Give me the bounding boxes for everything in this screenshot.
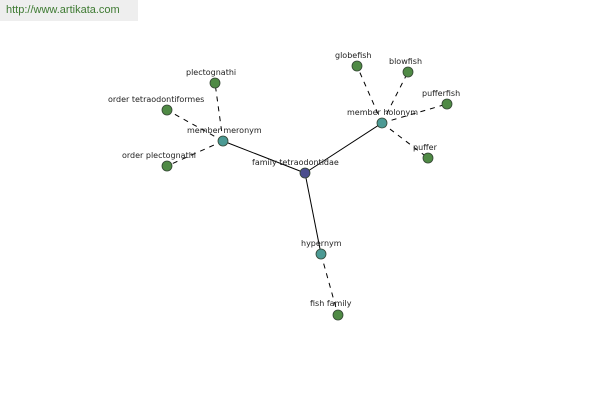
node-globefish[interactable] <box>351 60 363 72</box>
node-puffer[interactable] <box>422 152 434 164</box>
node-blowfish[interactable] <box>402 66 414 78</box>
node-label-blowfish[interactable]: blowfish <box>389 57 422 66</box>
edge-hypernym-to-fish-family <box>320 253 339 316</box>
node-label-puffer[interactable]: puffer <box>413 143 438 152</box>
node-label-order-tetraodontiformes[interactable]: order tetraodontiformes <box>108 95 204 104</box>
edge-member-holonym-to-globefish <box>356 65 383 124</box>
node-family-tetraodontidae[interactable] <box>299 167 311 179</box>
edge-member-meronym-to-order-plectognathi <box>166 140 224 167</box>
node-label-member-holonym[interactable]: member holonym <box>347 108 418 117</box>
node-label-hypernym[interactable]: hypernym <box>301 239 342 248</box>
edge-member-holonym-to-pufferfish <box>381 103 448 124</box>
node-label-fish-family[interactable]: fish family <box>310 299 352 308</box>
node-label-family-tetraodontidae[interactable]: family tetraodontidae <box>252 158 339 167</box>
node-label-pufferfish[interactable]: pufferfish <box>422 89 460 98</box>
node-member-meronym[interactable] <box>217 135 229 147</box>
edges-layer <box>166 65 448 316</box>
edge-family-tetraodontidae-to-hypernym <box>304 172 322 255</box>
node-member-holonym[interactable] <box>376 117 388 129</box>
labels-layer: family tetraodontidae member meronym membe… <box>108 51 460 308</box>
node-label-globefish[interactable]: globefish <box>335 51 371 60</box>
node-plectognathi[interactable] <box>209 77 221 89</box>
site-watermark[interactable]: http://www.artikata.com <box>0 0 138 21</box>
node-fish-family[interactable] <box>332 309 344 321</box>
node-order-tetraodontiformes[interactable] <box>161 104 173 116</box>
edge-family-tetraodontidae-to-member-meronym <box>222 140 306 174</box>
edge-family-tetraodontidae-to-member-holonym <box>304 122 383 174</box>
edge-member-meronym-to-order-tetraodontiformes <box>166 109 224 142</box>
node-label-member-meronym[interactable]: member meronym <box>187 126 262 135</box>
edge-member-holonym-to-puffer <box>381 122 429 159</box>
node-pufferfish[interactable] <box>441 98 453 110</box>
node-hypernym[interactable] <box>315 248 327 260</box>
node-order-plectognathi[interactable] <box>161 160 173 172</box>
nodes-layer <box>161 60 453 321</box>
node-label-plectognathi[interactable]: plectognathi <box>186 68 236 77</box>
node-label-order-plectognathi[interactable]: order plectognathi <box>122 151 196 160</box>
